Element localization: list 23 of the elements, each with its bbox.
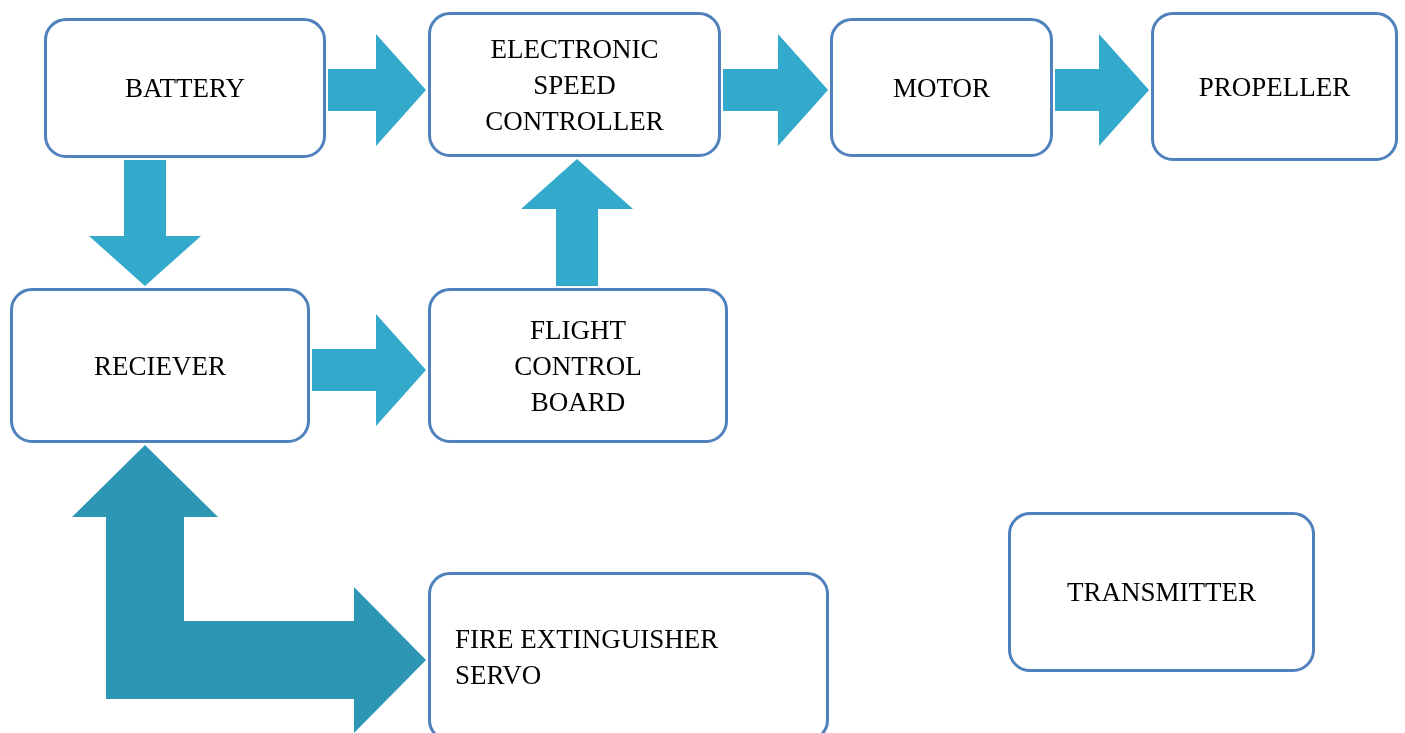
process-box (10, 288, 310, 443)
node-label: FLIGHT CONTROL BOARD (513, 313, 643, 419)
node-label: FIRE EXTINGUISHER SERVO (455, 623, 720, 692)
node-label: TRANSMITTER (1067, 576, 1256, 609)
block-arrow (723, 34, 828, 146)
process-box (428, 572, 829, 733)
block-arrow (72, 445, 426, 733)
process-box (428, 12, 721, 157)
node-label: BATTERY (125, 72, 245, 105)
block-arrow (312, 314, 426, 426)
node-label: MOTOR (893, 71, 990, 105)
block-arrow (521, 159, 633, 286)
process-box (830, 18, 1053, 157)
process-box (428, 288, 728, 443)
process-box (1151, 12, 1398, 161)
process-box (1008, 512, 1315, 672)
node-label: PROPELLER (1198, 70, 1351, 104)
node-label: ELECTRONIC SPEED CONTROLLER (484, 32, 665, 138)
node-label: RECIEVER (94, 349, 226, 383)
block-arrow (89, 160, 201, 286)
process-box (44, 18, 326, 158)
block-arrow (1055, 34, 1149, 146)
block-arrow (328, 34, 426, 146)
